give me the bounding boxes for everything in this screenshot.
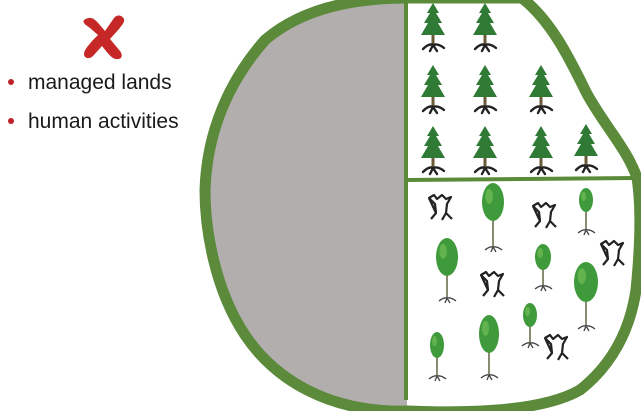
bullet-label: human activities xyxy=(28,110,179,133)
conifer-forest-section xyxy=(421,3,599,176)
deciduous-tree-icon xyxy=(534,244,553,292)
deciduous-tree-icon xyxy=(577,188,596,236)
deciduous-tree-icon xyxy=(428,332,447,382)
bullet-list: managed lands human activities xyxy=(6,66,179,144)
deciduous-tree-icon xyxy=(574,262,598,332)
conifer-tree-icon xyxy=(473,126,498,176)
conifer-tree-icon xyxy=(473,65,498,115)
conifer-tree-icon xyxy=(529,126,554,176)
red-cross-icon xyxy=(83,15,125,60)
managed-forest-section xyxy=(427,183,625,382)
conifer-tree-icon xyxy=(473,3,498,53)
deciduous-tree-icon xyxy=(521,303,540,349)
cleared-land-area xyxy=(205,0,407,411)
tree-stump-icon xyxy=(599,239,625,267)
tree-stump-icon xyxy=(479,270,505,298)
conifer-tree-icon xyxy=(421,3,446,53)
horizontal-divider xyxy=(405,176,639,182)
tree-stump-icon xyxy=(427,193,453,221)
bullet-item-managed-lands: managed lands xyxy=(6,66,179,105)
tree-stump-icon xyxy=(543,333,569,361)
bullet-item-human-activities: human activities xyxy=(6,105,179,144)
conifer-tree-icon xyxy=(421,65,446,115)
deciduous-tree-icon xyxy=(479,315,499,381)
tree-stump-icon xyxy=(531,201,557,229)
bullet-dot xyxy=(8,79,14,85)
land-boundary xyxy=(199,0,641,411)
deciduous-tree-icon xyxy=(436,238,458,304)
bullet-dot xyxy=(8,118,14,124)
conifer-tree-icon xyxy=(421,126,446,176)
conifer-tree-icon xyxy=(574,124,599,174)
bullet-label: managed lands xyxy=(28,71,172,94)
deciduous-tree-icon xyxy=(482,183,504,253)
conifer-tree-icon xyxy=(529,65,554,115)
